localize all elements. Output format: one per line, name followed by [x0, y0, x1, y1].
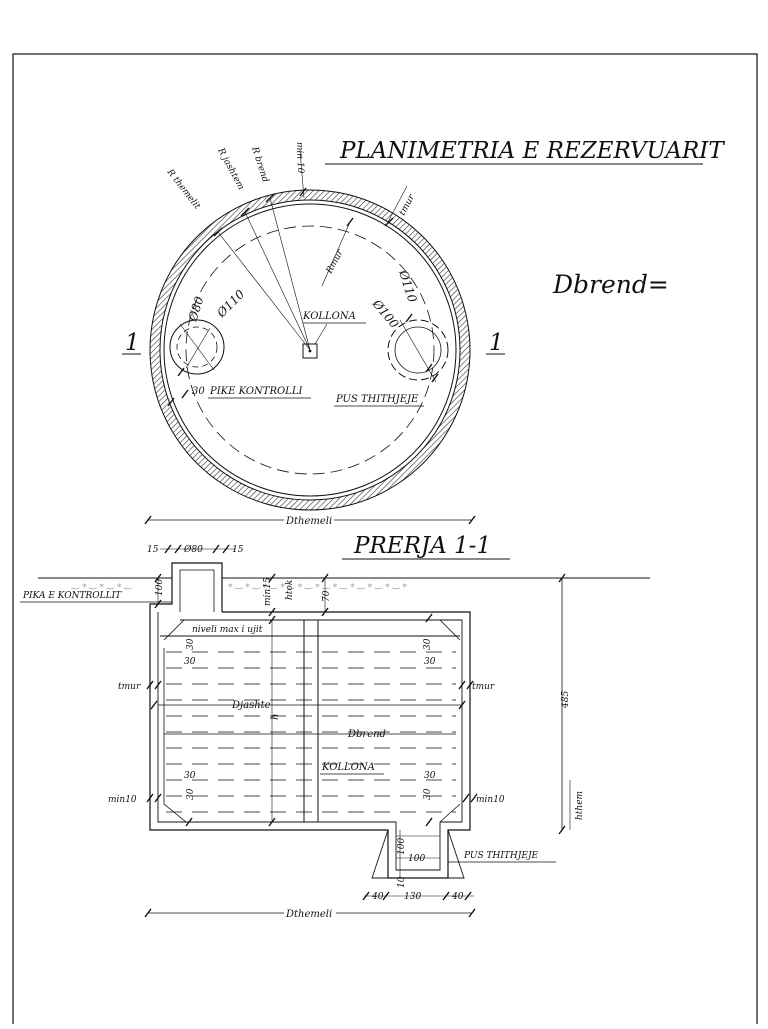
section-dbrend: Dbrend — [347, 729, 386, 740]
plan-dthemeli: Dthemeli — [285, 516, 332, 527]
section-dim-min15: min15 — [263, 577, 273, 606]
radial-r-jashtem: R jashtem — [215, 146, 246, 192]
section-dim-30-d: 30 — [424, 657, 436, 667]
leader-r-jashtem — [244, 211, 311, 351]
sump-footing — [371, 829, 465, 879]
plan-title: PLANIMETRIA E REZERVUARIT — [339, 138, 725, 164]
section-dim-30-f: 30 — [186, 788, 196, 800]
water-level-dashes — [166, 651, 456, 813]
column-square — [302, 343, 318, 359]
section-dim-130: 130 — [404, 892, 421, 902]
section-dim-40-right: 40 — [451, 892, 464, 902]
control-shaft-outer — [171, 562, 223, 612]
kollona-leader — [314, 323, 328, 345]
left-haunch — [163, 648, 187, 823]
control-point-diameter-line — [179, 323, 215, 371]
soil-hatch-left: ‿ ⁎ ‿ ⁎ ‿ ⁎ ‿ — [71, 580, 132, 590]
section-dim-30-a: 30 — [186, 638, 196, 650]
section-h: h — [270, 714, 281, 720]
section-min10-left: min10 — [108, 795, 137, 805]
section-dim-100-sump-h: 100 — [408, 854, 425, 864]
tank-outer-outline — [149, 578, 471, 879]
plan-tick-marks — [213, 187, 394, 237]
sheet-border — [12, 53, 758, 1029]
section-tmur-right: tmur — [472, 682, 495, 692]
section-dim-485: 485 — [561, 691, 571, 709]
section-pus-thithjeje: PUS THITHJEJE — [463, 851, 539, 861]
plan-rmur-label: Rmur — [324, 248, 346, 277]
section-dim-10-sump: 10 — [397, 876, 407, 888]
section-dim-100-sump-v: 100 — [397, 838, 407, 855]
control-point-ticks — [167, 367, 189, 407]
section-view: PRERJA 1-1 ‿ ⁎ ‿ ⁎ ‿ ⁎ ‿ ⁎ ‿ ⁎ ‿ ⁎ ‿ ⁎ ‿… — [20, 533, 650, 920]
section-dthemeli: Dthemeli — [285, 909, 332, 920]
control-shaft-inner — [179, 569, 215, 612]
plan-tmur-label: tmur — [398, 192, 418, 217]
section-tmur-left: tmur — [118, 682, 141, 692]
inner-wall-circle — [163, 203, 457, 497]
control-point-inner-circle — [176, 326, 218, 368]
dim-485-ticks — [558, 573, 566, 835]
section-dim-40-left: 40 — [371, 892, 384, 902]
leader-tmur — [387, 185, 408, 223]
plan-dthemeli-ticks — [144, 515, 476, 525]
section-dim-30-c: 30 — [423, 638, 433, 650]
section-tick-marks — [146, 544, 478, 827]
plan-pike-kontrolli: PIKE KONTROLLI — [209, 386, 303, 397]
bottom-dim-ticks — [362, 891, 472, 901]
sump-outer-circle — [387, 319, 449, 381]
section-kollona: KOLLONA — [321, 762, 375, 773]
plan-d100: Ø100 — [369, 296, 402, 331]
control-point-diameter-line-2 — [185, 327, 211, 369]
radial-r-themelit: R themelit — [164, 167, 202, 212]
right-bottom-haunch — [439, 803, 461, 823]
sump-diameter-line — [399, 319, 437, 383]
section-dim-100-top: 100 — [155, 579, 165, 596]
section-dim-d80: Ø80 — [183, 544, 203, 555]
radial-min10: min 10 — [294, 142, 305, 174]
section-dim-15-right: 15 — [232, 545, 244, 555]
soil-hatch-right: ⁎ ‿ ⁎ ‿ ⁎ ‿ ⁎ ‿ ⁎ ‿ ⁎ ‿ ⁎ ‿ ⁎ ‿ ⁎ ‿ ⁎ ‿ … — [228, 580, 408, 590]
plan-d110-right: Ø110 — [396, 268, 420, 305]
section-dim-30-e: 30 — [184, 771, 196, 781]
sump-inner-circle — [394, 326, 442, 374]
section-pika-kontrollit: PIKA E KONTROLLIT — [22, 591, 122, 601]
plan-d110-left: Ø110 — [214, 287, 248, 321]
section-dim-30-h: 30 — [423, 788, 433, 800]
right-top-haunch — [439, 619, 461, 641]
section-niveli: niveli max i ujit — [192, 625, 263, 635]
section-dthemeli-ticks — [144, 908, 476, 918]
dbrend-label: Dbrend= — [552, 270, 669, 299]
tank-wall-ring — [149, 189, 471, 511]
section-dim-30-g: 30 — [424, 771, 436, 781]
section-dim-15-left: 15 — [147, 545, 159, 555]
sump-ticks — [405, 313, 439, 383]
plan-dim-30: 30 — [192, 386, 205, 397]
foundation-dashed-circle — [185, 225, 435, 475]
plan-d80: Ø80 — [185, 294, 206, 324]
section-dim-hthem: hthem — [575, 791, 585, 820]
plan-pus-thithjeje: PUS THITHJEJE — [335, 394, 419, 405]
column-center-dot — [308, 349, 312, 353]
section-dim-70: 70 — [322, 590, 332, 602]
control-point-outer-circle — [169, 319, 225, 375]
radial-r-brend: R brend — [249, 145, 270, 184]
plan-kollona-label: KOLLONA — [302, 311, 356, 322]
section-djashte: Djashte — [231, 700, 271, 711]
tank-inner-outline — [157, 612, 463, 871]
plan-view: PLANIMETRIA E REZERVUARIT Dbrend= R them… — [122, 138, 725, 527]
section-mark-left: 1 — [125, 330, 140, 356]
section-title: PRERJA 1-1 — [353, 533, 491, 559]
leader-rmur — [321, 221, 351, 287]
left-top-haunch — [163, 619, 185, 641]
leader-min10 — [299, 149, 305, 199]
leader-r-themelit — [217, 231, 311, 351]
section-mark-right: 1 — [489, 330, 504, 356]
leader-r-brend — [269, 197, 311, 351]
section-dim-30-b: 30 — [184, 657, 196, 667]
section-dim-htok: htok — [285, 580, 295, 600]
section-min10-right: min10 — [476, 795, 505, 805]
